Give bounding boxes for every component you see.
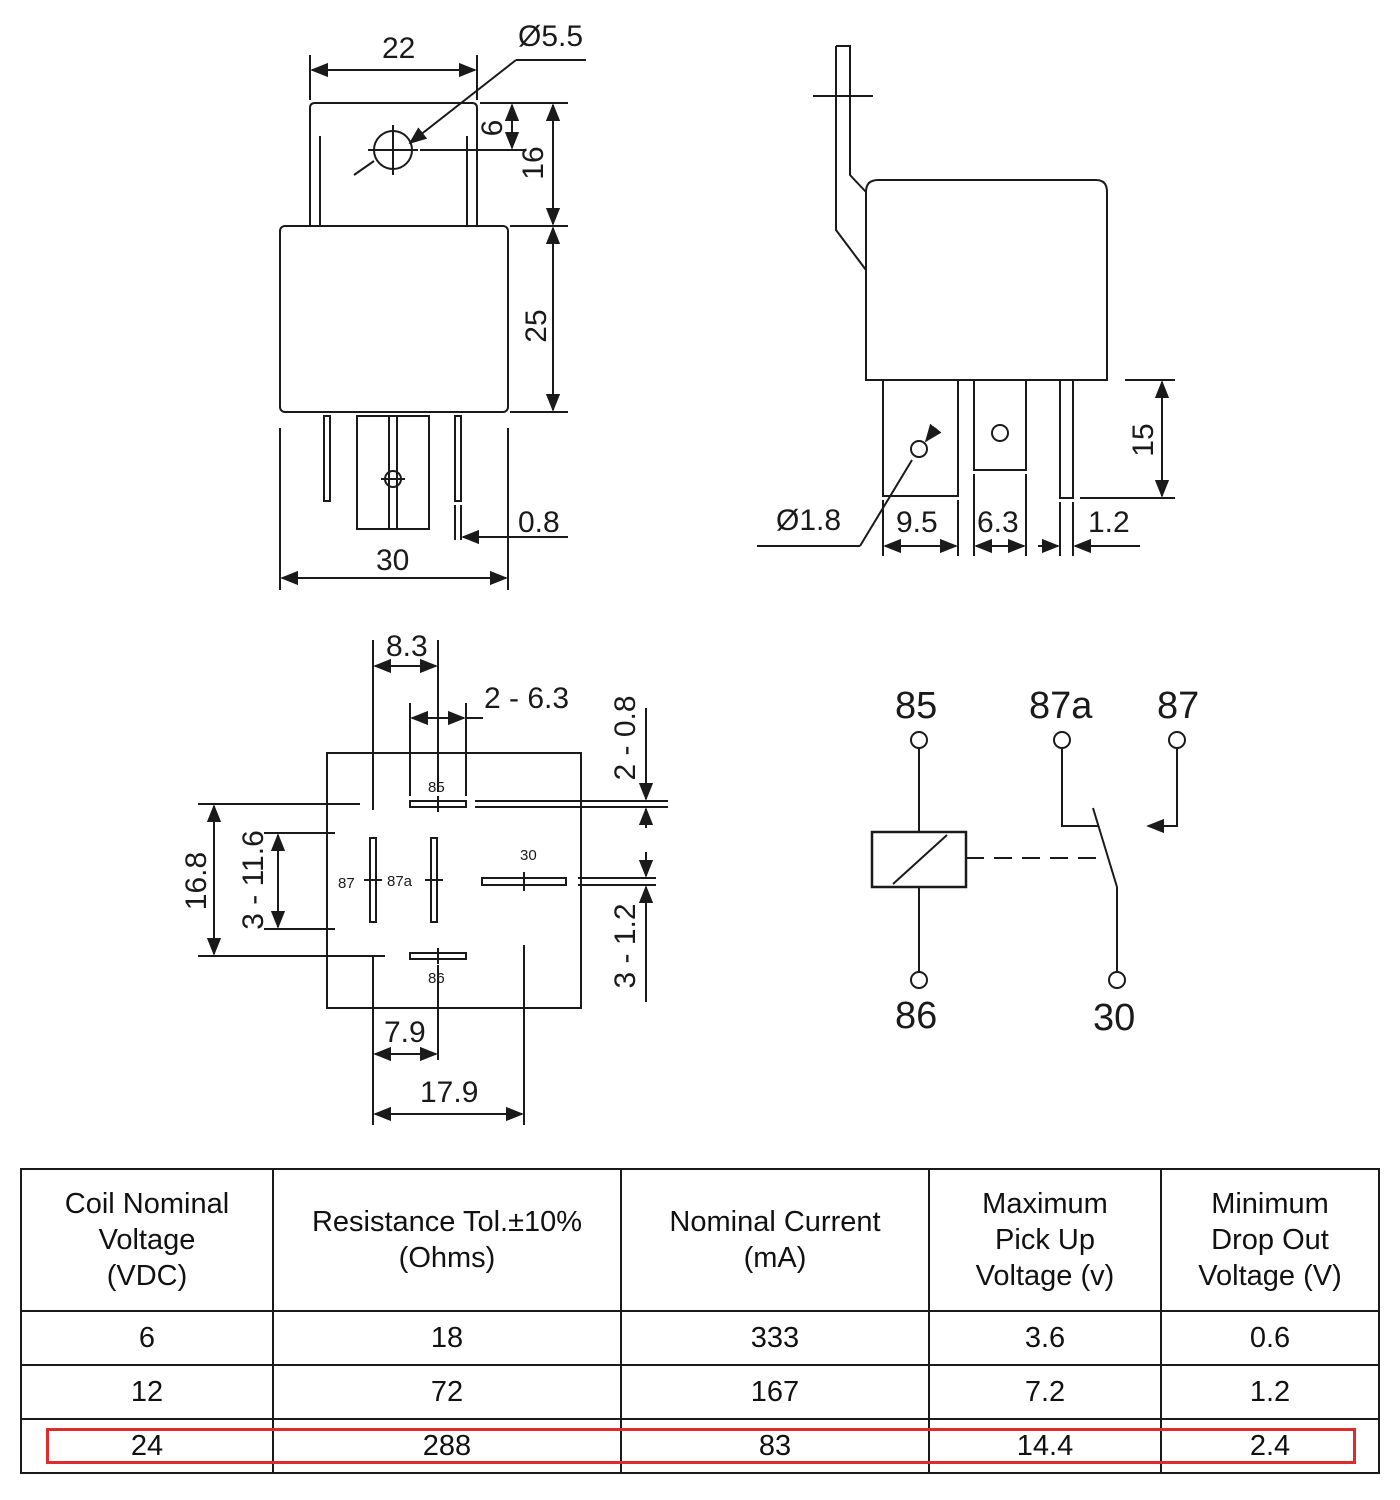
dim-offset-83: 8.3 (386, 630, 428, 663)
header-nominal-current: Nominal Current (mA) (620, 1168, 930, 1312)
header-resistance: Resistance Tol.±10% (Ohms) (272, 1168, 622, 1312)
header-coil-voltage: Coil Nominal Voltage (VDC) (20, 1168, 274, 1312)
cell-nominal-current: 167 (620, 1364, 930, 1420)
dim-tab-hole-diameter: Ø1.8 (776, 504, 841, 537)
bottom-pin-87-label: 87 (338, 875, 355, 892)
cell-pickup-voltage: 14.4 (928, 1418, 1162, 1474)
terminal-86-label: 86 (895, 995, 937, 1037)
cell-resistance: 72 (272, 1364, 622, 1420)
terminal-30-label: 30 (1093, 997, 1135, 1039)
cell-pickup-voltage: 7.2 (928, 1364, 1162, 1420)
header-line: Nominal Current (669, 1206, 881, 1238)
dim-pin-width-63: 6.3 (977, 506, 1019, 539)
header-line: Pick Up (995, 1224, 1095, 1256)
cell-resistance: 288 (272, 1418, 622, 1474)
header-dropout-voltage: Minimum Drop Out Voltage (V) (1160, 1168, 1380, 1312)
dim-pin-thickness-12: 1.2 (1088, 506, 1130, 539)
cell-resistance: 18 (272, 1310, 622, 1366)
bottom-view-drawing (198, 640, 668, 1125)
dim-pin-width-95: 9.5 (896, 506, 938, 539)
dim-width-22: 22 (382, 32, 415, 65)
bottom-view-labels: 8.3 2 - 6.3 2 - 0.8 16.8 3 - 11.6 3 - 1.… (180, 630, 642, 1109)
dim-hole-diameter: Ø5.5 (518, 20, 583, 53)
dim-row-span-168: 16.8 (180, 852, 213, 910)
relay-drawings: 22 Ø5.5 6 16 25 0.8 30 (180, 20, 1199, 1125)
cell-coil-voltage: 6 (20, 1310, 274, 1366)
cell-nominal-current: 83 (620, 1418, 930, 1474)
cell-dropout-voltage: 0.6 (1160, 1310, 1380, 1366)
cell-coil-voltage: 24 (20, 1418, 274, 1474)
table-row: 12 72 167 7.2 1.2 (20, 1364, 1380, 1420)
bottom-pin-87a-label: 87a (387, 873, 413, 890)
front-view-labels: 22 Ø5.5 6 16 25 0.8 30 (376, 20, 583, 577)
cell-coil-voltage: 12 (20, 1364, 274, 1420)
terminal-87a-label: 87a (1029, 685, 1093, 727)
header-line: Drop Out (1211, 1224, 1329, 1256)
header-line: Voltage (V) (1198, 1260, 1342, 1292)
terminal-85-label: 85 (895, 685, 937, 727)
dim-overall-width-30: 30 (376, 544, 409, 577)
wiring-schematic (870, 731, 1186, 989)
header-line: Coil Nominal (64, 1188, 230, 1220)
dim-pin-width-2x63: 2 - 6.3 (484, 682, 569, 715)
dim-pin-thickness-3x12: 3 - 1.2 (609, 903, 642, 988)
table-header-row: Coil Nominal Voltage (VDC) Resistance To… (20, 1168, 1380, 1312)
side-view-labels: Ø1.8 9.5 6.3 1.2 15 (776, 423, 1160, 539)
header-line: Voltage (98, 1224, 196, 1256)
header-line: Maximum (982, 1188, 1108, 1220)
header-line: (VDC) (106, 1260, 188, 1292)
header-line: (mA) (743, 1242, 807, 1274)
cell-pickup-voltage: 3.6 (928, 1310, 1162, 1366)
dim-hole-offset-6: 6 (476, 120, 509, 137)
dim-offset-179: 17.9 (420, 1076, 478, 1109)
cell-nominal-current: 333 (620, 1310, 930, 1366)
dim-pin-thickness-2x08: 2 - 0.8 (609, 695, 642, 780)
dim-col-span-3x116: 3 - 11.6 (237, 830, 270, 930)
dim-body-height-25: 25 (520, 309, 553, 342)
front-view-drawing (279, 55, 586, 590)
header-line: (Ohms) (398, 1242, 496, 1274)
terminal-87-label: 87 (1157, 685, 1199, 727)
table-row-highlighted: 24 288 83 14.4 2.4 (20, 1418, 1380, 1474)
dim-pin-thickness-08: 0.8 (518, 506, 560, 539)
bottom-pin-86-label: 86 (428, 970, 445, 987)
dim-offset-79: 7.9 (384, 1016, 426, 1049)
cell-dropout-voltage: 2.4 (1160, 1418, 1380, 1474)
bottom-pin-30-label: 30 (520, 847, 537, 864)
side-view-drawing (757, 45, 1175, 556)
coil-spec-table: Coil Nominal Voltage (VDC) Resistance To… (20, 1168, 1380, 1474)
header-line: Voltage (v) (975, 1260, 1115, 1292)
table-row: 6 18 333 3.6 0.6 (20, 1310, 1380, 1366)
dim-pin-length-15: 15 (1127, 423, 1160, 456)
header-pickup-voltage: Maximum Pick Up Voltage (v) (928, 1168, 1162, 1312)
cell-dropout-voltage: 1.2 (1160, 1364, 1380, 1420)
schematic-labels: 85 87a 87 86 30 (895, 685, 1199, 1039)
header-line: Resistance Tol.±10% (311, 1206, 583, 1238)
dim-tab-height-16: 16 (517, 146, 550, 179)
bottom-pin-85-label: 85 (428, 779, 445, 796)
header-line: Minimum (1211, 1188, 1329, 1220)
